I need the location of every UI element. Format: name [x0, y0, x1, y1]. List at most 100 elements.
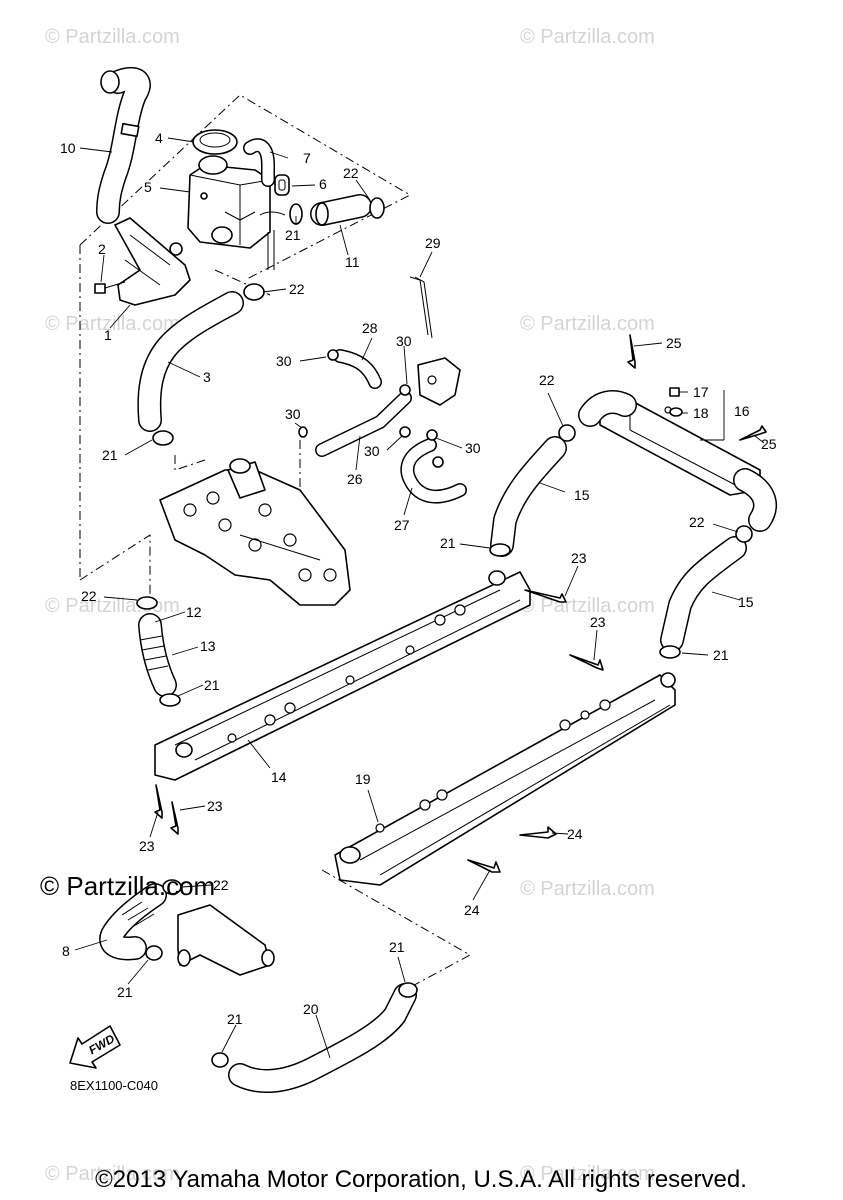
callout-23: 23: [571, 550, 587, 566]
water-pump-housing: [177, 904, 275, 976]
callout-1: 1: [104, 327, 112, 343]
rivet-24: [519, 826, 557, 839]
clamp-22: [243, 283, 265, 301]
callout-21: 21: [227, 1011, 243, 1027]
part-20-lower-hose: [211, 982, 418, 1093]
part-12-13-hose: [136, 596, 181, 707]
watermark: © Partzilla.com: [45, 1163, 180, 1185]
clamp-21: [489, 543, 511, 557]
part-15-hose-lower: [659, 525, 753, 659]
leader-lines: [74, 137, 765, 1059]
part-3-lower-hose: [137, 283, 265, 446]
callout-3: 3: [203, 369, 211, 385]
rivet-23: [524, 589, 567, 603]
watermark: © Partzilla.com: [45, 313, 180, 335]
callout-30: 30: [465, 440, 481, 456]
callout-22: 22: [213, 877, 229, 893]
callout-labels: 10 4 5 7 6 22 21 11 22 2 1 3 21 29 28 30…: [60, 130, 777, 1027]
callout-16: 16: [734, 403, 750, 419]
callout-4: 4: [155, 130, 163, 146]
watermark: © Partzilla.com: [45, 26, 180, 48]
callout-22: 22: [689, 514, 705, 530]
callout-22: 22: [289, 281, 305, 297]
callout-21: 21: [440, 535, 456, 551]
part-16-heat-exchanger: [578, 390, 777, 532]
callout-26: 26: [347, 471, 363, 487]
callout-7: 7: [303, 150, 311, 166]
callout-15: 15: [574, 487, 590, 503]
clamp-21: [398, 982, 418, 998]
callout-30: 30: [276, 353, 292, 369]
callout-27: 27: [394, 517, 410, 533]
part-29-strap: [409, 276, 433, 339]
callout-10: 10: [60, 140, 76, 156]
clamp-30: [399, 384, 411, 396]
callout-19: 19: [355, 771, 371, 787]
clamp-30: [399, 426, 411, 438]
callout-22: 22: [539, 372, 555, 388]
pin-25: [627, 334, 636, 369]
clamp-22: [162, 879, 182, 895]
callout-21: 21: [713, 647, 729, 663]
part-10-upper-hose: [96, 66, 151, 224]
clamp-30: [432, 456, 444, 468]
diagram-code: 8EX1100-C040: [70, 1078, 158, 1093]
callout-21: 21: [117, 984, 133, 1000]
callout-28: 28: [362, 320, 378, 336]
callout-14: 14: [271, 769, 287, 785]
clamp-21: [145, 945, 163, 961]
part-11-short-hose: [289, 194, 385, 226]
part-19-radiator: [334, 672, 676, 886]
callout-30: 30: [396, 333, 412, 349]
part-8-hose: [99, 879, 182, 961]
callout-25: 25: [666, 335, 682, 351]
clamp-22: [735, 525, 753, 543]
callout-21: 21: [285, 227, 301, 243]
callout-22: 22: [343, 165, 359, 181]
part-15-hose-upper: [489, 424, 576, 557]
watermark: © Partzilla.com: [520, 313, 655, 335]
callout-6: 6: [319, 176, 327, 192]
callout-25: 25: [761, 436, 777, 452]
pin-25: [739, 425, 767, 441]
cylinder-head: [159, 458, 351, 606]
callout-8: 8: [62, 943, 70, 959]
watermark: © Partzilla.com: [520, 878, 655, 900]
callout-23: 23: [207, 798, 223, 814]
watermark: © Partzilla.com: [520, 595, 655, 617]
callout-12: 12: [186, 604, 202, 620]
callout-5: 5: [144, 179, 152, 195]
rivet-23: [170, 801, 179, 835]
outline-line: [79, 534, 151, 600]
callout-21: 21: [204, 677, 220, 693]
watermark: © Partzilla.com: [520, 26, 655, 48]
rivet-24: [467, 859, 501, 873]
callout-21: 21: [389, 939, 405, 955]
part-6-grommet: [274, 174, 290, 196]
clamp-21: [211, 1052, 229, 1068]
callout-30: 30: [285, 406, 301, 422]
callout-13: 13: [200, 638, 216, 654]
callout-11: 11: [345, 254, 360, 270]
callout-18: 18: [693, 405, 709, 421]
callout-24: 24: [464, 902, 480, 918]
outline-line: [174, 455, 206, 471]
fasteners: [154, 334, 767, 873]
part-14-radiator: [154, 570, 531, 781]
callout-15: 15: [738, 594, 754, 610]
brand-mark: © Partzilla.com: [40, 871, 215, 901]
forward-arrow-icon: FWD: [69, 1025, 121, 1069]
clamp-30: [327, 349, 339, 361]
watermark-group: © Partzilla.com © Partzilla.com © Partzi…: [45, 26, 655, 1185]
part-28-hose: [327, 349, 382, 389]
clamp-22: [136, 596, 158, 610]
reservoir-group-outline: [79, 94, 412, 281]
bolt-17: [669, 387, 680, 397]
clamp-22: [369, 197, 385, 219]
copyright-notice: ©2013 Yamaha Motor Corporation, U.S.A. A…: [95, 1166, 747, 1193]
part-7-breather-tube: [243, 138, 275, 187]
callout-23: 23: [590, 614, 606, 630]
part-26-pipe: [298, 391, 412, 457]
part-1-bracket: [114, 217, 191, 306]
